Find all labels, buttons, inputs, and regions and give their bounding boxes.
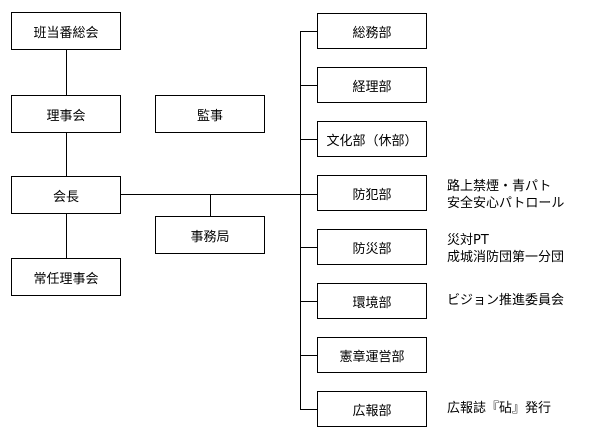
note-kohobu: 広報誌『砧』発行	[447, 400, 551, 417]
note-line: 安全安心パトロール	[447, 196, 565, 211]
note-kankyobu: ビジョン推進委員会	[447, 292, 564, 309]
node-bosaibu: 防災部	[317, 229, 427, 265]
node-kohobu: 広報部	[317, 391, 427, 427]
node-label: 広報部	[352, 403, 392, 419]
note-line: 成城消防団第一分団	[447, 250, 565, 265]
node-hantoban-sokai: 班当番総会	[11, 12, 121, 50]
node-jonin-rijikai: 常任理事会	[11, 258, 121, 296]
node-label: 憲章運営部	[339, 349, 405, 365]
node-kanji: 監事	[155, 95, 265, 133]
note-bosaibu: 災対PT 成城消防団第一分団	[447, 232, 564, 266]
node-label: 会長	[52, 189, 79, 205]
note-line: 路上禁煙・青パト	[447, 179, 552, 194]
node-label: 文化部（休部）	[326, 133, 418, 149]
node-somubu: 総務部	[317, 13, 427, 49]
node-label: 環境部	[352, 295, 392, 311]
note-bohanbu: 路上禁煙・青パト 安全安心パトロール	[447, 178, 564, 212]
node-kaicho: 会長	[11, 176, 121, 214]
node-rijikai: 理事会	[11, 95, 121, 133]
node-label: 常任理事会	[33, 271, 99, 287]
note-line: 広報誌『砧』発行	[447, 401, 552, 416]
node-label: 監事	[196, 108, 223, 124]
node-bunkabu: 文化部（休部）	[317, 121, 427, 157]
node-label: 班当番総会	[33, 25, 99, 41]
node-keiribu: 経理部	[317, 67, 427, 103]
node-label: 経理部	[352, 79, 392, 95]
node-label: 防災部	[352, 241, 392, 257]
note-line: 災対PT	[447, 233, 489, 248]
node-label: 防犯部	[352, 187, 392, 203]
node-jimukyoku: 事務局	[155, 216, 265, 254]
node-label: 総務部	[352, 25, 392, 41]
node-kenshobu: 憲章運営部	[317, 337, 427, 373]
note-line: ビジョン推進委員会	[447, 293, 565, 308]
node-label: 理事会	[46, 108, 86, 124]
node-label: 事務局	[190, 229, 230, 245]
node-kankyobu: 環境部	[317, 283, 427, 319]
node-bohanbu: 防犯部	[317, 175, 427, 211]
